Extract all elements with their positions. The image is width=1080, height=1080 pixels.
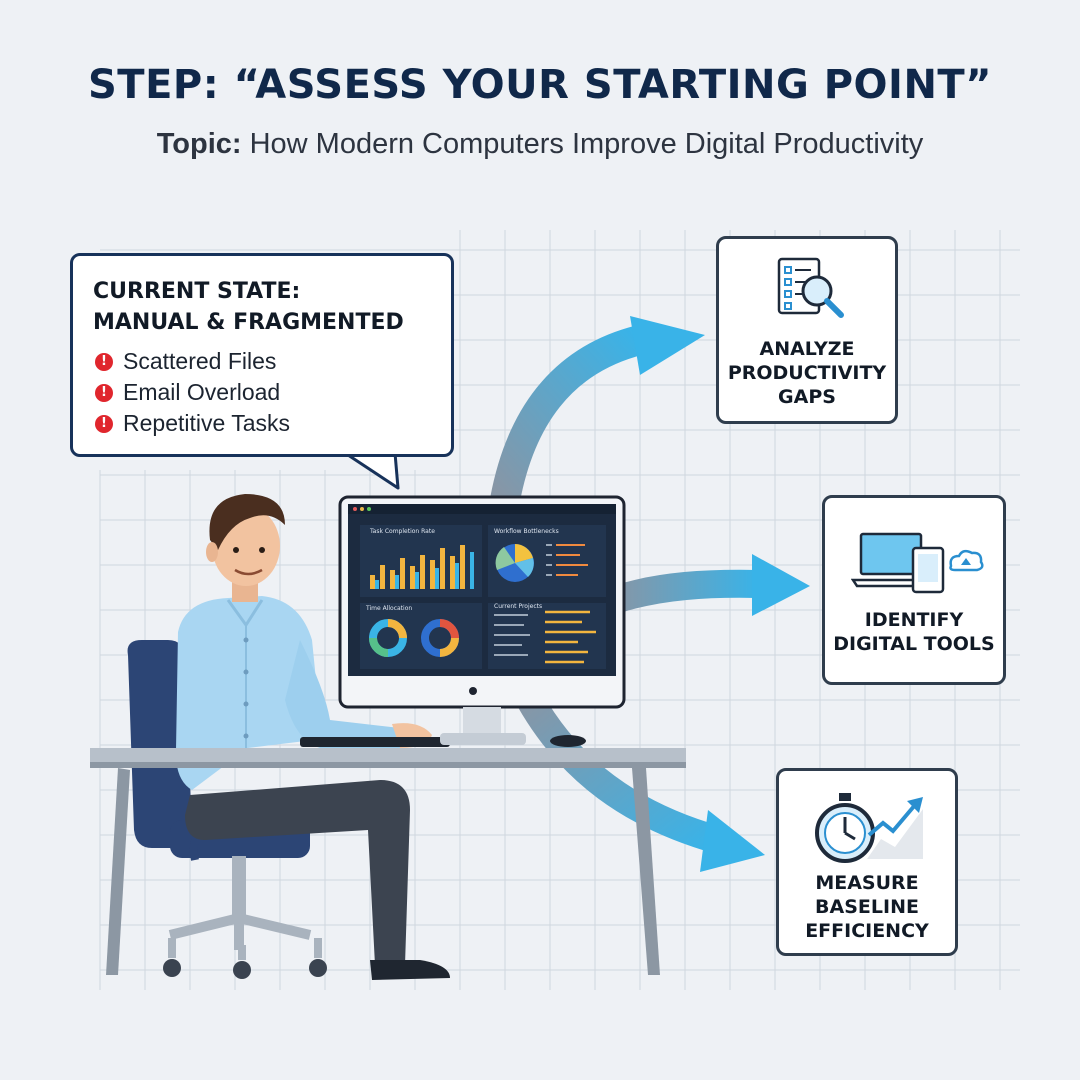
- current-state-title-line2: MANUAL & FRAGMENTED: [93, 310, 404, 335]
- devices-cloud-icon: [851, 532, 984, 594]
- exclamation-circle-icon: !: [95, 352, 113, 371]
- mouse: [550, 735, 586, 747]
- current-state-bubble: CURRENT STATE: MANUAL & FRAGMENTED ! Scat…: [70, 253, 454, 457]
- step-card-measure: MEASURE BASELINE EFFICIENCY: [776, 768, 958, 956]
- flow-arrow-analyze: [490, 316, 705, 503]
- panel-title-time-allocation: Time Allocation: [366, 605, 413, 612]
- issue-label: Repetitive Tasks: [123, 410, 291, 436]
- panel-title-task-completion: Task Completion Rate: [370, 528, 435, 535]
- step-label-identify: IDENTIFY DIGITAL TOOLS: [833, 609, 995, 655]
- panel-title-workflow: Workflow Bottlenecks: [494, 528, 559, 535]
- flow-arrow-measure: [517, 692, 765, 872]
- issue-label: Email Overload: [123, 379, 281, 405]
- bubble-tail: [343, 451, 400, 490]
- desk: [90, 748, 686, 975]
- issue-item: ! Repetitive Tasks: [93, 408, 431, 439]
- subtitle-label: Topic:: [156, 128, 242, 160]
- current-state-title-line1: CURRENT STATE:: [93, 279, 301, 304]
- monitor: [338, 495, 626, 745]
- issue-item: ! Email Overload: [93, 377, 431, 408]
- keyboard: [300, 737, 450, 747]
- issue-label: Scattered Files: [123, 348, 277, 374]
- issue-item: ! Scattered Files: [93, 346, 431, 377]
- subtitle-text: How Modern Computers Improve Digital Pro…: [241, 128, 924, 160]
- step-card-analyze: ANALYZE PRODUCTIVITY GAPS: [716, 236, 898, 424]
- panel-title-projects: Current Projects: [494, 603, 543, 610]
- issue-list: ! Scattered Files ! Email Overload ! Repeti…: [93, 346, 431, 439]
- step-card-identify: IDENTIFY DIGITAL TOOLS: [822, 495, 1006, 685]
- step-label-analyze: ANALYZE PRODUCTIVITY GAPS: [727, 338, 887, 408]
- person: [175, 494, 450, 980]
- exclamation-circle-icon: !: [95, 414, 113, 433]
- page-subtitle: Topic: How Modern Computers Improve Digi…: [0, 128, 1080, 161]
- checklist-magnifier-icon: [777, 257, 844, 318]
- flow-arrow-identify: [610, 554, 810, 616]
- step-label-measure: MEASURE BASELINE EFFICIENCY: [805, 872, 929, 942]
- page-title: STEP: “ASSESS YOUR STARTING POINT”: [88, 62, 992, 108]
- exclamation-circle-icon: !: [95, 383, 113, 402]
- stopwatch-growth-icon: [815, 793, 923, 863]
